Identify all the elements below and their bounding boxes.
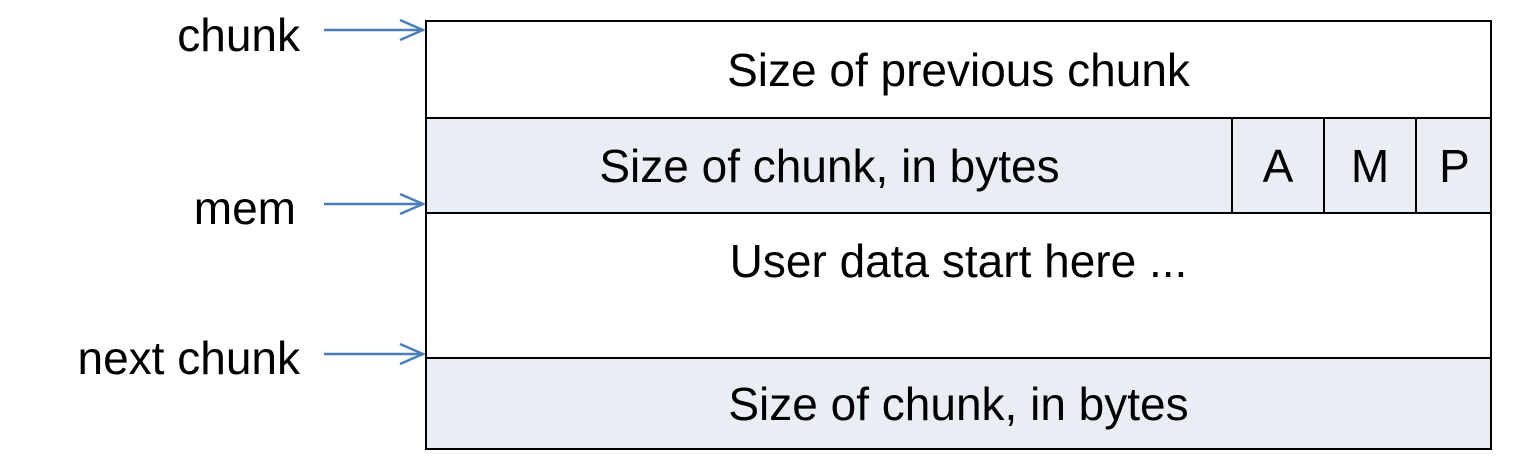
- user-data-label: User data start here ...: [729, 235, 1188, 287]
- flag-m-cell: M: [1323, 119, 1415, 212]
- mem-pointer-label: mem: [193, 182, 296, 234]
- next-size-row: Size of chunk, in bytes: [427, 357, 1490, 448]
- mem-arrow-icon: [324, 192, 426, 216]
- prev-size-row: Size of previous chunk: [427, 22, 1490, 117]
- user-data-row: User data start here ...: [427, 212, 1490, 357]
- next-chunk-arrow-icon: [324, 342, 426, 366]
- flag-p-cell: P: [1415, 119, 1492, 212]
- flag-a-cell: A: [1231, 119, 1323, 212]
- chunk-layout-diagram: Size of previous chunk Size of chunk, in…: [425, 20, 1492, 450]
- chunk-pointer-label: chunk: [177, 9, 300, 61]
- chunk-arrow-icon: [324, 18, 426, 42]
- prev-size-label: Size of previous chunk: [727, 43, 1190, 96]
- next-size-label: Size of chunk, in bytes: [728, 377, 1189, 430]
- size-label: Size of chunk, in bytes: [599, 139, 1060, 192]
- next-chunk-pointer-label: next chunk: [77, 332, 300, 384]
- size-row: Size of chunk, in bytes A M P: [427, 117, 1490, 212]
